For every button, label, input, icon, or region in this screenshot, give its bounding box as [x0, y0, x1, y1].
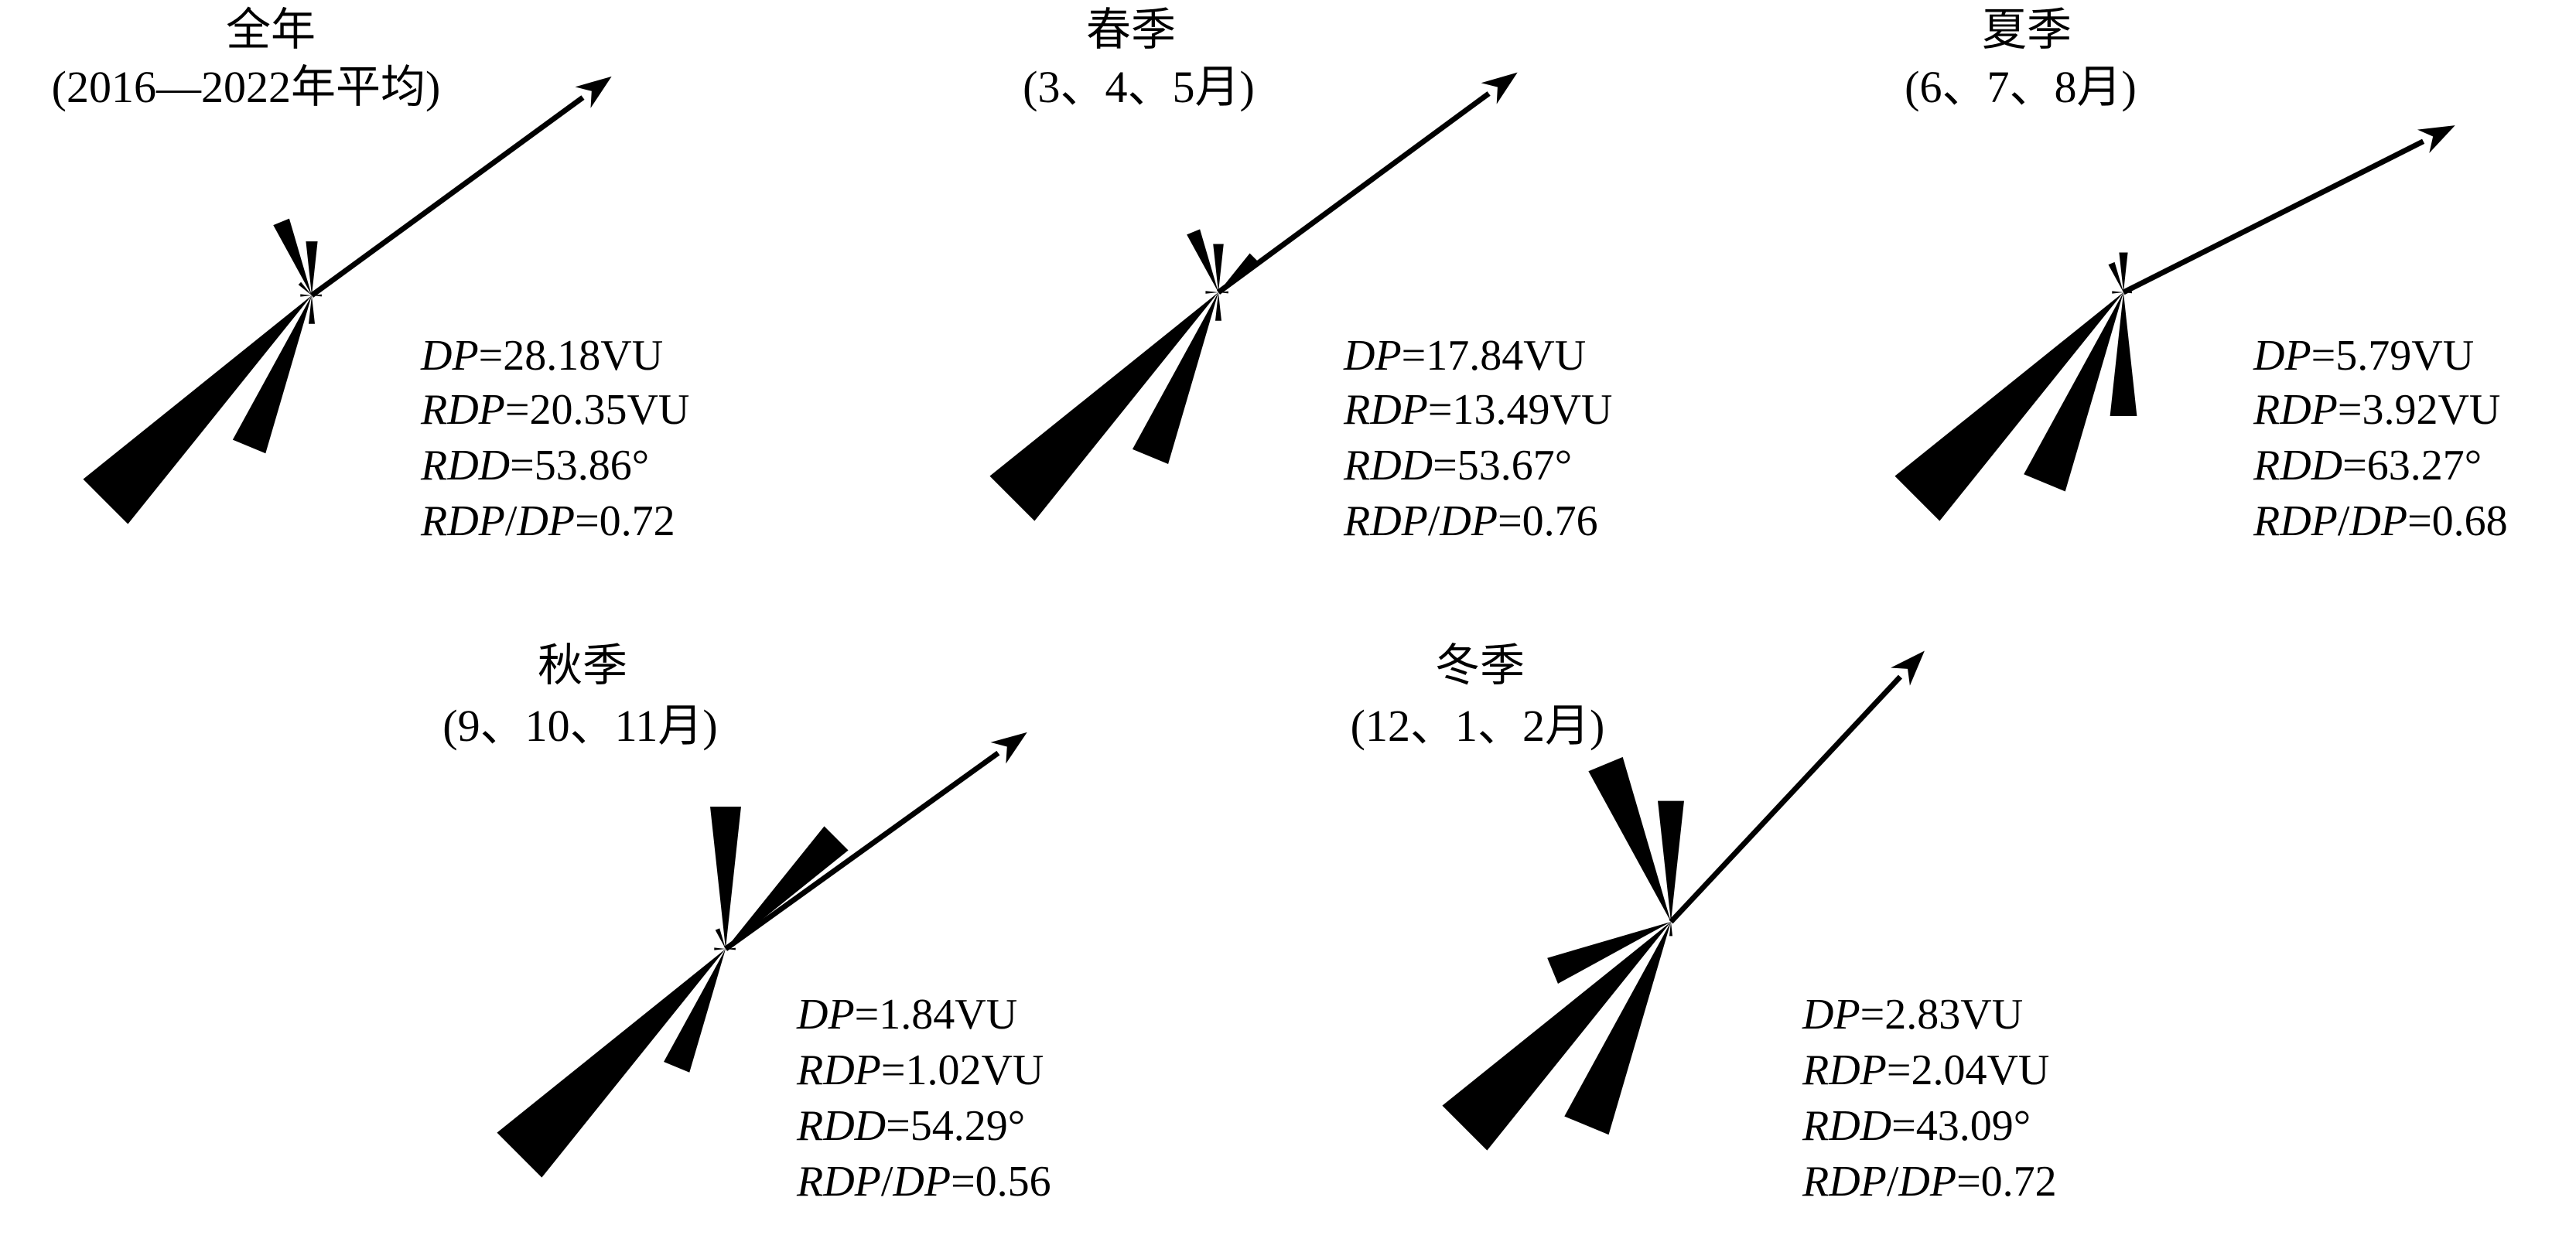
resultant-arrow-head — [2417, 125, 2455, 153]
stat-ratio: RDP/DP=0.72 — [1802, 1158, 2057, 1206]
rose-petal — [2119, 252, 2128, 292]
rose-petal — [1187, 229, 1218, 292]
rose-petal — [309, 295, 315, 324]
stat-dp: DP=2.83VU — [1802, 991, 2023, 1039]
panel-summer: 夏季 (6、7、8月) DP=5.79VU RDP=3.92VU RDD=63.… — [1894, 5, 2508, 545]
rose-petal — [1218, 291, 1228, 294]
rose-petal — [1894, 292, 2123, 521]
stat-dp: DP=1.84VU — [796, 991, 1017, 1039]
panel-title: 春季 — [1086, 5, 1176, 55]
rose-petal — [2024, 292, 2123, 492]
panel-annual: 全年 (2016—2022年平均) DP=28.18VU RDP=20.35VU… — [52, 5, 690, 545]
rose-petal — [312, 294, 322, 297]
rose-petal — [726, 826, 849, 949]
stat-rdp: RDP=3.92VU — [2253, 386, 2500, 434]
rose-petal — [306, 241, 318, 295]
stat-rdp: RDP=1.02VU — [796, 1046, 1044, 1094]
rose-petal — [497, 949, 726, 1178]
stat-rdd: RDD=53.67° — [1343, 442, 1572, 490]
resultant-arrow-head — [990, 732, 1027, 764]
rose-petal — [1669, 922, 1672, 937]
panel-title: 全年 — [226, 5, 316, 55]
stat-ratio: RDP/DP=0.56 — [796, 1158, 1051, 1206]
rose-plot — [497, 732, 1027, 1178]
stat-dp: DP=17.84VU — [1343, 332, 1586, 380]
rose-petal — [2112, 291, 2123, 294]
rose-petal — [664, 949, 726, 1073]
rose-petal — [715, 928, 726, 949]
rose-petal — [298, 281, 312, 295]
rose-plot — [83, 76, 612, 524]
resultant-arrow-head — [1891, 650, 1925, 686]
resultant-arrow-shaft — [1216, 91, 1491, 295]
stat-rdd: RDD=43.09° — [1802, 1102, 2031, 1150]
stat-ratio: RDP/DP=0.76 — [1343, 497, 1598, 545]
panel-title: 秋季 — [538, 640, 627, 691]
rose-petal — [2108, 261, 2123, 292]
resultant-arrow-head — [575, 76, 612, 108]
panel-subtitle: (6、7、8月) — [1905, 62, 2137, 112]
stat-rdp: RDP=2.04VU — [1802, 1046, 2049, 1094]
resultant-arrow-shaft — [2122, 138, 2425, 295]
resultant-arrow-shaft — [309, 95, 585, 298]
rose-petal — [1588, 756, 1671, 922]
rose-petal — [1215, 292, 1221, 321]
stat-rdp: RDP=20.35VU — [420, 386, 689, 434]
panel-spring: 春季 (3、4、5月) DP=17.84VU RDP=13.49VU RDD=5… — [989, 5, 1612, 545]
rose-plot — [1894, 125, 2455, 521]
panel-autumn: 秋季 (9、10、11月) DP=1.84VU RDP=1.02VU RDD=5… — [442, 640, 1051, 1206]
resultant-arrow-head — [1481, 72, 1518, 104]
rose-petal — [714, 947, 726, 950]
resultant-arrow-shaft — [1669, 674, 1903, 924]
rose-petal — [273, 218, 312, 295]
stat-ratio: RDP/DP=0.68 — [2253, 497, 2508, 545]
rose-plot — [1442, 650, 1925, 1151]
panel-subtitle: (9、10、11月) — [442, 701, 717, 751]
stat-rdd: RDD=53.86° — [420, 442, 649, 490]
stat-ratio: RDP/DP=0.72 — [420, 497, 675, 545]
panel-title: 夏季 — [1982, 5, 2072, 55]
stat-dp: DP=28.18VU — [420, 332, 663, 380]
rose-petal — [1564, 922, 1671, 1135]
panel-winter: 冬季 (12、1、2月) DP=2.83VU RDP=2.04VU RDD=43… — [1351, 640, 2057, 1206]
stat-rdp: RDP=13.49VU — [1343, 386, 1612, 434]
rose-petal — [1547, 922, 1671, 984]
panel-subtitle: (12、1、2月) — [1351, 701, 1605, 751]
rose-petal — [1658, 800, 1684, 922]
resultant-arrow-shaft — [723, 750, 1000, 951]
rose-petal — [1132, 292, 1218, 464]
rose-petal — [83, 295, 313, 524]
rose-petal — [989, 292, 1218, 521]
rose-petal — [300, 294, 312, 297]
stat-dp: DP=5.79VU — [2253, 332, 2474, 380]
panel-title: 冬季 — [1435, 640, 1525, 691]
panel-subtitle: (2016—2022年平均) — [52, 62, 441, 112]
stat-rdd: RDD=54.29° — [796, 1102, 1025, 1150]
rose-plot — [989, 72, 1518, 521]
panel-subtitle: (3、4、5月) — [1023, 62, 1255, 112]
rose-petal — [2110, 292, 2137, 417]
stat-rdd: RDD=63.27° — [2253, 442, 2482, 490]
rose-petal — [726, 947, 736, 950]
rose-petal — [710, 807, 741, 949]
rose-petal — [1442, 922, 1671, 1151]
rose-petal — [1205, 291, 1218, 294]
rose-petal — [1213, 244, 1224, 292]
rose-petal — [232, 295, 312, 454]
